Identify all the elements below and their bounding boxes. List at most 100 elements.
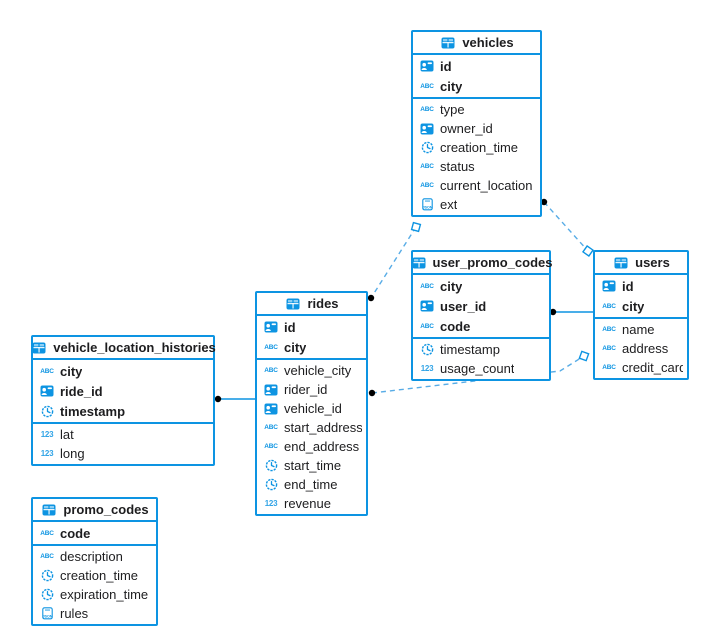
- abc-text-type-icon: ABC: [420, 106, 434, 113]
- clock-icon: [38, 569, 56, 582]
- column-name: type: [440, 102, 465, 117]
- column-name: city: [440, 78, 463, 94]
- table-icon: [30, 342, 48, 354]
- table-header[interactable]: vehicles: [413, 32, 540, 55]
- column-name: current_location: [440, 178, 533, 193]
- column-name: city: [284, 339, 307, 355]
- column-row: id: [413, 56, 540, 76]
- abc-text-type-icon: ABC: [602, 302, 616, 310]
- column-row: start_time: [257, 456, 366, 475]
- abc-text-type-icon: ABC: [264, 443, 278, 450]
- columns-section: timestamp 123 usage_count: [413, 337, 549, 379]
- column-name: ride_id: [60, 383, 103, 399]
- column-name: vehicle_id: [284, 401, 342, 416]
- cardinality-dot: [540, 198, 548, 206]
- svg-text:JSON: JSON: [42, 615, 52, 619]
- relation-user-promo-codes-to-users: [549, 308, 594, 316]
- column-name: id: [622, 278, 634, 294]
- uuid-icon: [600, 280, 618, 292]
- column-row: creation_time: [413, 138, 540, 157]
- uuid-icon: [262, 321, 280, 333]
- abc-text-type-icon: ABC: [264, 424, 278, 431]
- table-icon: [410, 257, 428, 269]
- abc-text-type-icon: ABC: [40, 553, 54, 560]
- cardinality-dot: [368, 389, 376, 397]
- column-name: name: [622, 322, 655, 337]
- cardinality-dot: [214, 395, 222, 403]
- column-row: 123 lat: [33, 425, 213, 444]
- column-name: rules: [60, 606, 89, 621]
- relation-line: [543, 201, 589, 252]
- abc-text-type-icon: ABC: [602, 364, 616, 371]
- column-row: owner_id: [413, 119, 540, 138]
- column-name: city: [440, 278, 463, 294]
- relation-rides-to-vehicles: [367, 221, 422, 302]
- abc-text-type-icon: ABC: [602, 345, 616, 352]
- column-name: timestamp: [440, 342, 500, 357]
- column-row: timestamp: [33, 401, 213, 421]
- table-title: user_promo_codes: [432, 255, 553, 270]
- relation-vehicles-to-users: [540, 198, 594, 257]
- column-row: id: [595, 276, 687, 296]
- abc-text-type-icon: ABC: [602, 326, 616, 333]
- abc-text-type-icon: ABC: [264, 343, 278, 351]
- column-row: end_time: [257, 475, 366, 494]
- number-type-icon: 123: [40, 430, 54, 439]
- table-header[interactable]: user_promo_codes: [410, 252, 552, 275]
- column-name: start_address: [284, 420, 362, 435]
- column-row: expiration_time: [33, 585, 156, 604]
- column-name: revenue: [284, 496, 331, 511]
- table-title: rides: [307, 296, 339, 311]
- number-type-icon: 123: [420, 364, 434, 373]
- abc-text-type-icon: ABC: [420, 322, 434, 330]
- column-row: timestamp: [413, 340, 549, 359]
- abc-text-type-icon: ABC: [420, 163, 434, 170]
- column-name: expiration_time: [60, 587, 149, 602]
- cardinality-diamond: [410, 221, 422, 233]
- column-row: vehicle_id: [257, 399, 366, 418]
- column-name: vehicle_city: [284, 363, 352, 378]
- table-header[interactable]: users: [595, 252, 687, 275]
- table-icon: [284, 298, 302, 310]
- table-header[interactable]: vehicle_location_histories: [30, 337, 216, 360]
- abc-text-type-icon: ABC: [40, 529, 54, 537]
- abc-text-type-icon: ABC: [420, 282, 434, 290]
- table-header[interactable]: promo_codes: [33, 499, 156, 522]
- clock-icon: [38, 405, 56, 418]
- column-name: usage_count: [440, 361, 515, 376]
- column-row: ABC city: [257, 337, 366, 357]
- cardinality-diamond: [582, 245, 594, 257]
- column-row: ABC start_address: [257, 418, 366, 437]
- table-title: vehicle_location_histories: [53, 340, 216, 355]
- column-row: ride_id: [33, 381, 213, 401]
- clock-icon: [418, 141, 436, 154]
- table-header[interactable]: rides: [257, 293, 366, 316]
- column-name: start_time: [284, 458, 342, 473]
- column-name: owner_id: [440, 121, 493, 136]
- clock-icon: [418, 343, 436, 356]
- table-icon: [439, 37, 457, 49]
- column-name: lat: [60, 427, 74, 442]
